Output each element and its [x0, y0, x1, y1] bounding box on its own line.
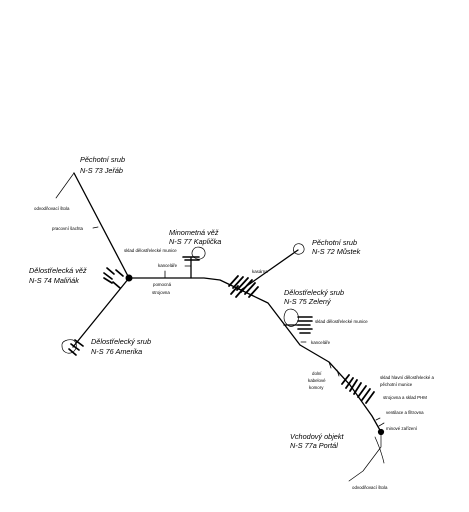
main-tunnel-system [72, 172, 382, 433]
barracks-hatch [228, 275, 259, 298]
drainage-tunnel-top [55, 172, 75, 199]
ns75-surface-outline [283, 308, 299, 327]
ns76-code: N-S 76 Amerika [91, 347, 142, 356]
ns75-title: Dělostřelecký srub [284, 288, 344, 297]
ns73-title: Pěchotní srub [80, 155, 125, 164]
note-main-store-2: pěchotní munice [380, 382, 413, 387]
tunnel-ns73-branch [73, 172, 130, 279]
note-ventilation: ventilace a filtrovna [386, 410, 424, 415]
ns73-code: N-S 73 Jeřáb [80, 166, 123, 175]
main-ammo-hatch [341, 374, 375, 404]
note-mine-device: minové zařízení [386, 426, 418, 431]
note-engine-room: strojovna a sklad PHM [383, 395, 427, 400]
ns77a-code: N-S 77a Portál [290, 441, 338, 450]
tunnel-stubs [92, 226, 385, 427]
ns77-title: Minometná věž [169, 228, 219, 237]
note-main-store-1: sklad hlavní dělostřelecké a [380, 375, 434, 380]
note-lower-cable-1: dolní [312, 371, 322, 376]
ns76-title: Dělostřelecký srub [91, 337, 151, 346]
note-vent-shaft-bottom: odvodňovací štola [352, 485, 388, 490]
cable-stub-2 [336, 369, 340, 377]
ns72-code: N-S 72 Můstek [312, 247, 361, 256]
note-work-shaft: pracovní šachta [52, 226, 84, 231]
junction-ns74 [125, 274, 133, 282]
engine-room-stub [375, 417, 381, 421]
drainage-tunnels [55, 172, 382, 482]
note-lower-cable-2: kabelové [308, 378, 326, 383]
cable-stub-1 [328, 361, 332, 369]
ns75-galleries [297, 316, 313, 334]
note-ammo-store-75: sklad dělostřelecké munice [315, 319, 368, 324]
ns77-surface-outline [191, 246, 206, 260]
ns74-code: N-S 74 Maliňák [29, 276, 79, 285]
note-lower-cable-3: komory [309, 385, 324, 390]
ns77a-portal-outline [374, 436, 385, 464]
drainage-tunnel-bottom [348, 431, 382, 482]
note-offices-77: kanceláře [158, 263, 178, 268]
ns72-surface-outline [292, 243, 305, 255]
junctions [125, 274, 385, 436]
ns76-surface-outline [61, 339, 77, 354]
tunnel-ns72-branch [240, 249, 299, 291]
note-aux-machine-room-1: pomocná [153, 282, 172, 287]
ventilation-stub [378, 422, 385, 427]
ns77a-title: Vchodový objekt [290, 432, 345, 441]
annotation-labels: odvodňovací štola pracovní šachta sklad … [34, 206, 434, 490]
tunnel-ns76-branch [72, 277, 130, 348]
note-offices-75: kanceláře [311, 340, 331, 345]
ns77-code: N-S 77 Kaplička [169, 237, 221, 246]
note-vent-shaft-top: odvodňovací štola [34, 206, 70, 211]
ns74-hatch [103, 267, 124, 289]
junction-ns77a [377, 428, 385, 436]
note-aux-machine-room-2: strojovna [152, 290, 170, 295]
note-ammo-store-77: sklad dělostřelecké munice [124, 248, 177, 253]
ns75-code: N-S 75 Zelený [284, 297, 332, 306]
ns77-galleries [182, 256, 200, 261]
ns74-title: Dělostřelecká věž [29, 266, 87, 275]
object-labels: Pěchotní srub N-S 73 Jeřáb Minometná věž… [29, 155, 361, 450]
ns72-title: Pěchotní srub [312, 238, 357, 247]
work-shaft-stub [92, 226, 99, 229]
note-barracks: kasárna [252, 269, 268, 274]
main-gallery [128, 277, 382, 433]
